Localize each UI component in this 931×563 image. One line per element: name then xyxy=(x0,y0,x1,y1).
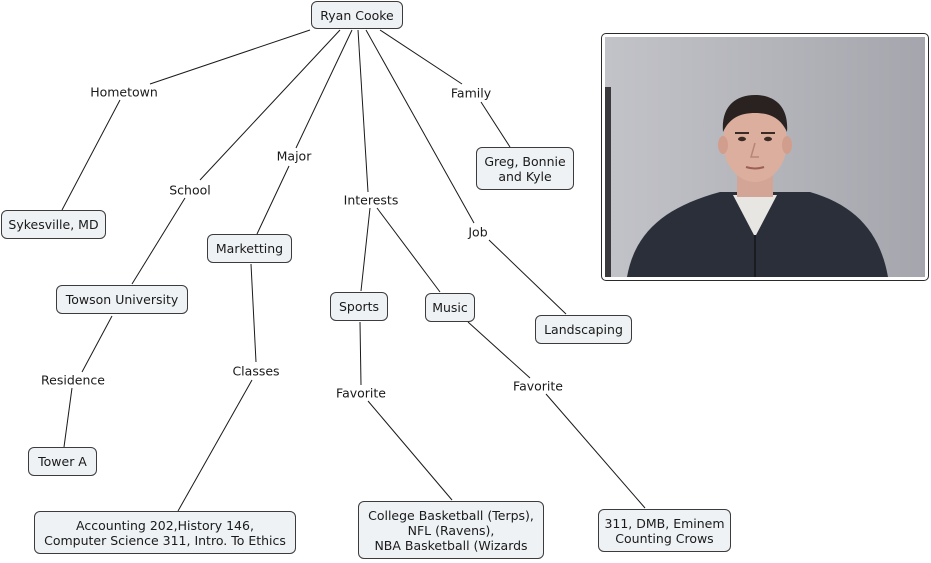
link-line xyxy=(480,101,511,148)
node-residence[interactable]: Tower A xyxy=(28,447,97,476)
link-label-family: Family xyxy=(448,85,494,101)
node-favorite-sports-line-2: NFL (Ravens), xyxy=(407,522,495,538)
node-hometown[interactable]: Sykesville, MD xyxy=(1,210,106,239)
node-favorite-sports[interactable]: College Basketball (Terps), NFL (Ravens)… xyxy=(358,501,544,559)
link-label-interests: Interests xyxy=(341,192,401,208)
link-line xyxy=(256,165,290,235)
portrait-image xyxy=(605,37,925,277)
link-line xyxy=(250,263,257,363)
node-favorite-music-line-1: 311, DMB, Eminem xyxy=(604,515,725,531)
node-favorite-music-line-2: Counting Crows xyxy=(615,530,714,546)
link-line xyxy=(376,207,441,293)
root-node[interactable]: Ryan Cooke xyxy=(311,1,403,29)
link-label-favorite-sports: Favorite xyxy=(334,385,388,401)
link-label-hometown: Hometown xyxy=(88,84,160,100)
link-line xyxy=(131,197,186,285)
node-sports[interactable]: Sports xyxy=(330,292,388,321)
link-line xyxy=(81,315,113,373)
link-line xyxy=(199,29,341,181)
node-favorite-sports-line-1: College Basketball (Terps), xyxy=(368,507,534,523)
link-line xyxy=(359,321,362,386)
link-line xyxy=(357,29,369,193)
link-line xyxy=(61,99,121,211)
link-label-school: School xyxy=(167,182,213,198)
node-job[interactable]: Landscaping xyxy=(535,315,632,344)
node-classes-line-2: Computer Science 311, Intro. To Ethics xyxy=(44,532,286,548)
node-favorite-sports-line-3: NBA Basketball (Wizards xyxy=(374,537,528,553)
link-line xyxy=(295,29,353,149)
profile-photo xyxy=(601,33,929,281)
node-major[interactable]: Marketting xyxy=(207,234,292,263)
link-line xyxy=(467,321,531,379)
node-family-line-1: Greg, Bonnie xyxy=(484,153,566,169)
link-label-favorite-music: Favorite xyxy=(511,378,565,394)
link-line xyxy=(365,29,475,224)
node-classes[interactable]: Accounting 202,History 146, Computer Sci… xyxy=(34,511,296,554)
link-line xyxy=(488,239,567,315)
node-family-line-2: and Kyle xyxy=(498,168,552,184)
node-classes-line-1: Accounting 202,History 146, xyxy=(76,517,254,533)
link-line xyxy=(545,393,646,509)
node-family[interactable]: Greg, Bonnie and Kyle xyxy=(476,147,574,190)
link-label-job: Job xyxy=(466,224,490,240)
link-label-residence: Residence xyxy=(39,372,107,388)
node-favorite-music[interactable]: 311, DMB, Eminem Counting Crows xyxy=(598,509,731,552)
link-line xyxy=(63,387,73,448)
node-music[interactable]: Music xyxy=(425,293,475,322)
link-line xyxy=(149,29,311,85)
link-line xyxy=(360,207,371,292)
link-label-major: Major xyxy=(274,148,314,164)
link-label-classes: Classes xyxy=(230,363,282,379)
link-line xyxy=(379,29,463,85)
link-line xyxy=(367,400,453,501)
link-line xyxy=(177,379,253,512)
node-school[interactable]: Towson University xyxy=(56,285,188,314)
